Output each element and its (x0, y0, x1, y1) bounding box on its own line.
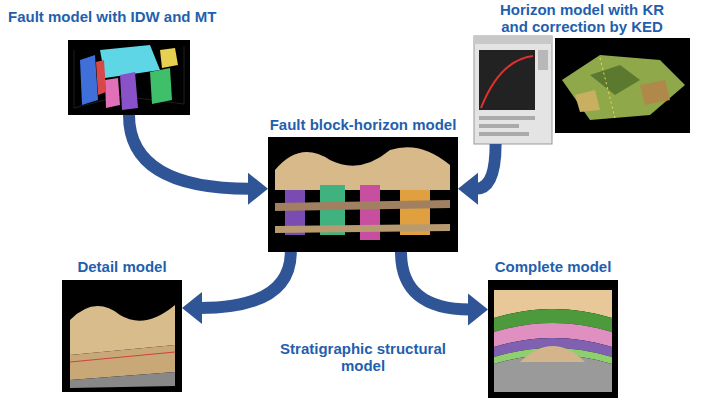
panel-heading: Fault model with IDW and MT (8, 8, 216, 25)
panel-heading: Complete model (495, 258, 612, 275)
stage-label: Stratigraphic structural model (258, 340, 468, 374)
flow-arrow (458, 144, 496, 205)
model-panel: Horizon model with KR and correction by … (474, 36, 690, 144)
panel-heading: Fault block-horizon model (270, 116, 457, 133)
model-panel: Complete model (488, 280, 618, 398)
panel-heading: Horizon model with KR and correction by … (487, 1, 677, 35)
flow-arrow (129, 115, 268, 205)
model-panel: Fault block-horizon model (268, 137, 458, 252)
flow-arrow (182, 252, 291, 324)
model-panel: Detail model (62, 280, 182, 392)
flow-arrow (401, 252, 488, 326)
model-panel: Fault model with IDW and MT (68, 40, 190, 115)
panel-heading: Detail model (77, 258, 166, 275)
